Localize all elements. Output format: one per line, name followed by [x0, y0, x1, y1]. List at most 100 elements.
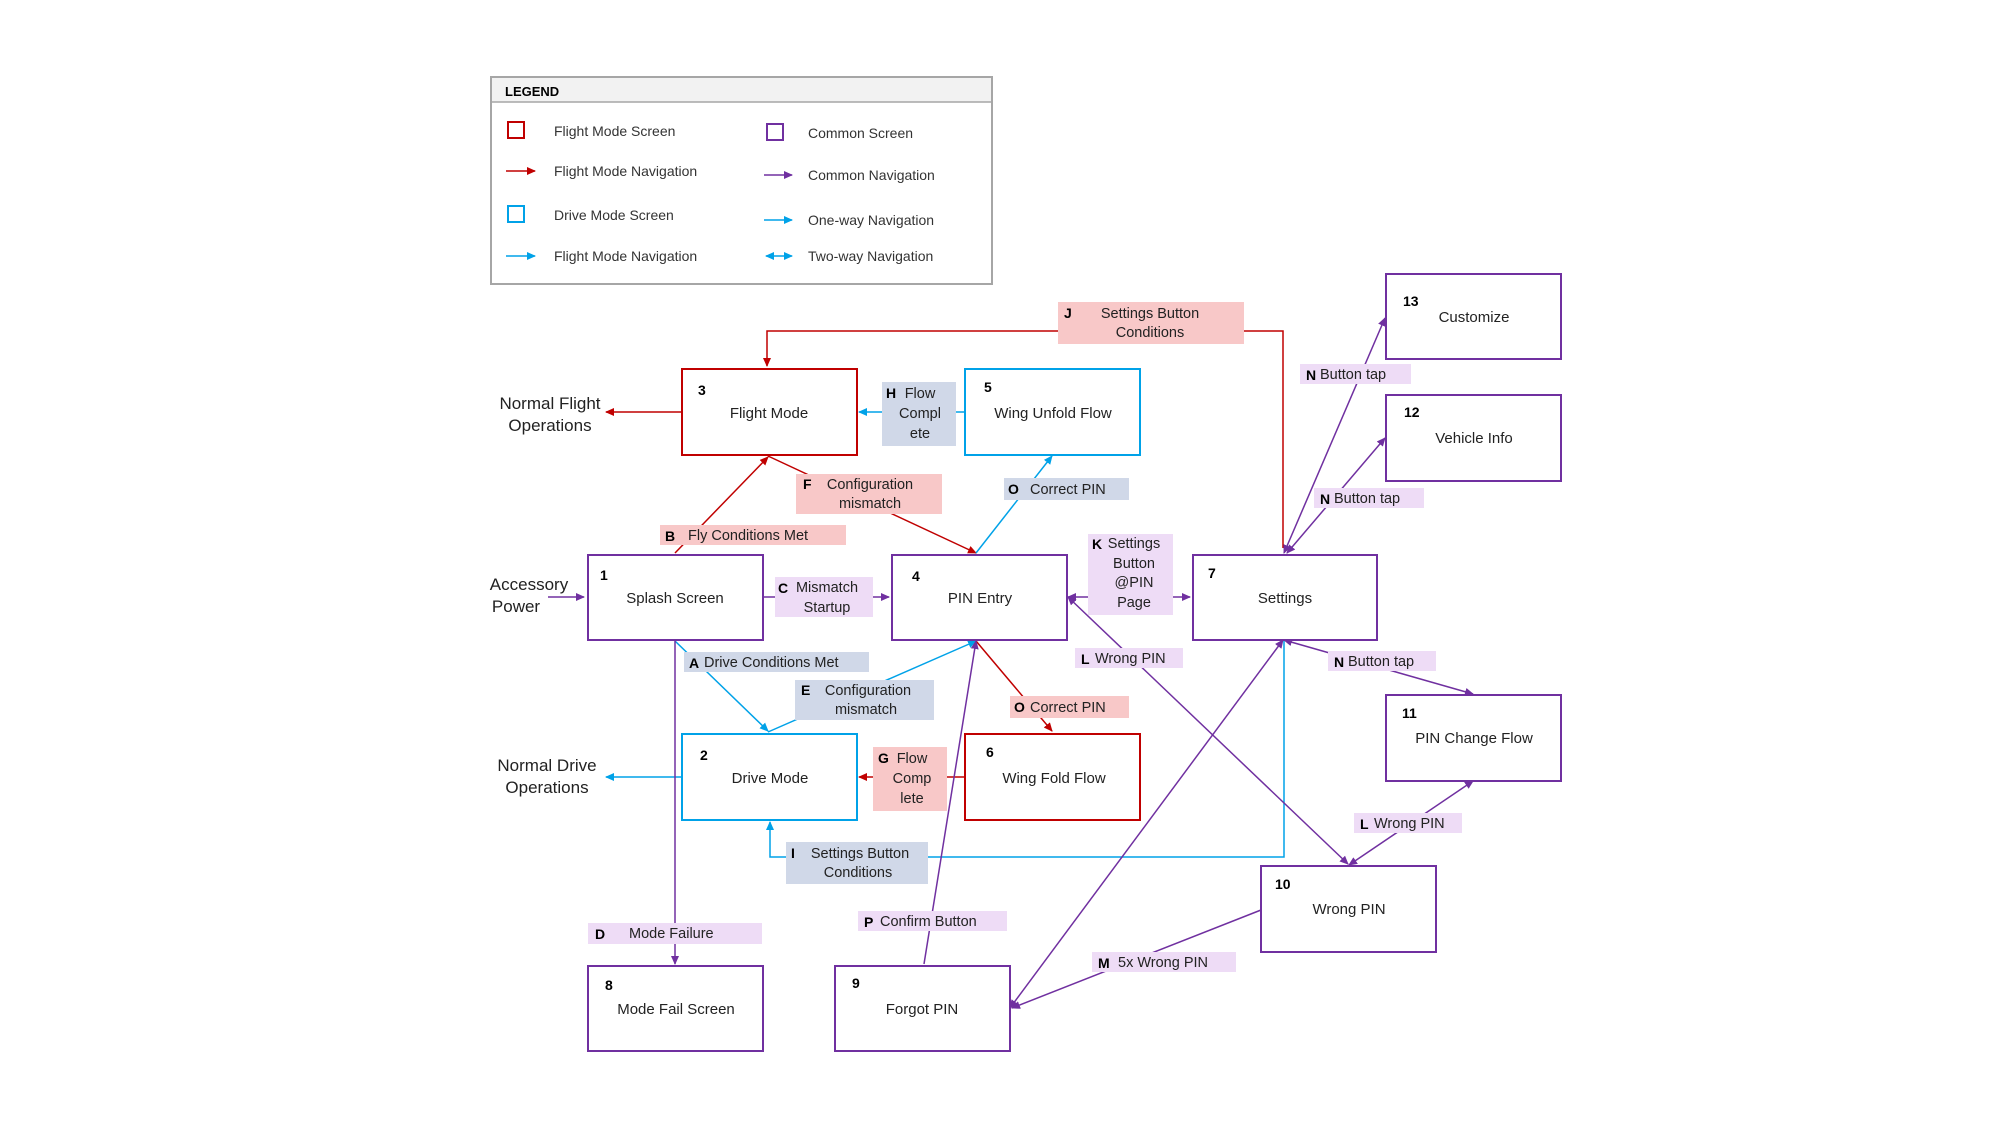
arrow-n-settings-customize	[1283, 317, 1386, 554]
svg-text:Correct PIN: Correct PIN	[1030, 482, 1106, 498]
svg-text:Operations: Operations	[508, 416, 591, 435]
svg-text:N: N	[1306, 367, 1316, 383]
legend-drive-nav-label: Flight Mode Navigation	[554, 248, 697, 264]
screen-number: 12	[1404, 404, 1420, 420]
svg-text:Correct PIN: Correct PIN	[1030, 700, 1106, 716]
svg-text:mismatch: mismatch	[839, 496, 901, 512]
screen-8-mode-fail-screen[interactable]: 8 Mode Fail Screen	[587, 965, 764, 1052]
svg-text:L: L	[1360, 816, 1369, 832]
arrow-j-settings-to-flight	[763, 330, 1284, 548]
screen-title: PIN Entry	[948, 590, 1013, 607]
svg-text:C: C	[778, 580, 788, 596]
svg-text:K: K	[1092, 536, 1102, 552]
screen-10-wrong-pin[interactable]: 10 Wrong PIN	[1260, 865, 1437, 953]
screen-title: Customize	[1439, 309, 1510, 326]
transition-label-a: A Drive Conditions Met	[684, 652, 869, 672]
screen-title: Flight Mode	[730, 405, 808, 422]
arrow-p-forgot-to-pin	[923, 640, 979, 965]
legend-oneway-label: One-way Navigation	[808, 212, 934, 228]
svg-text:N: N	[1320, 491, 1330, 507]
screen-9-forgot-pin[interactable]: 9 Forgot PIN	[834, 965, 1011, 1052]
svg-text:Wrong PIN: Wrong PIN	[1095, 651, 1166, 667]
screen-number: 13	[1403, 293, 1419, 309]
legend-common-nav-label: Common Navigation	[808, 167, 935, 183]
legend-flight-screen-swatch	[507, 121, 525, 139]
screen-4-pin-entry[interactable]: 4 PIN Entry	[891, 554, 1068, 641]
transition-label-c: C Mismatch Startup	[775, 577, 873, 617]
transition-label-h: H Flow Compl ete	[882, 382, 956, 446]
screen-title: Settings	[1258, 590, 1312, 607]
svg-text:F: F	[803, 476, 812, 492]
svg-text:Button tap: Button tap	[1348, 654, 1414, 670]
arrow-o-pin-to-unfold	[975, 455, 1053, 554]
svg-text:@PIN: @PIN	[1115, 575, 1154, 591]
screen-11-pin-change-flow[interactable]: 11 PIN Change Flow	[1385, 694, 1562, 782]
transition-label-b: B Fly Conditions Met	[660, 525, 846, 545]
transition-label-i: I Settings Button Conditions	[786, 842, 928, 884]
screen-13-customize[interactable]: 13 Customize	[1385, 273, 1562, 360]
transition-label-g: G Flow Comp lete	[873, 747, 947, 811]
screen-title: Wing Fold Flow	[1002, 770, 1106, 787]
svg-text:Power: Power	[492, 597, 541, 616]
external-accessory-power: Accessory Power	[490, 575, 569, 616]
screen-number: 4	[912, 568, 920, 584]
svg-text:Wrong PIN: Wrong PIN	[1374, 816, 1445, 832]
external-normal-drive-operations: Normal Drive Operations	[497, 756, 596, 797]
svg-text:Normal Flight: Normal Flight	[499, 394, 600, 413]
screen-1-splash-screen[interactable]: 1 Splash Screen	[587, 554, 764, 641]
screen-number: 11	[1402, 705, 1417, 721]
screen-2-drive-mode[interactable]: 2 Drive Mode	[681, 733, 858, 821]
screen-7-settings[interactable]: 7 Settings	[1192, 554, 1378, 641]
external-normal-flight-operations: Normal Flight Operations	[499, 394, 600, 435]
screen-3-flight-mode[interactable]: 3 Flight Mode	[681, 368, 858, 456]
svg-text:L: L	[1081, 651, 1090, 667]
screen-title: Vehicle Info	[1435, 430, 1513, 447]
svg-text:M: M	[1098, 955, 1110, 971]
transition-label-n-vehicle: N Button tap	[1314, 488, 1424, 508]
legend-header	[492, 78, 991, 102]
screen-title: Splash Screen	[626, 590, 724, 607]
svg-text:Normal Drive: Normal Drive	[497, 756, 596, 775]
transition-label-p: P Confirm Button	[858, 911, 1007, 931]
screen-number: 10	[1275, 876, 1291, 892]
screen-title: Mode Fail Screen	[617, 1001, 735, 1018]
svg-text:Settings Button: Settings Button	[1101, 306, 1199, 322]
svg-text:Drive Conditions Met: Drive Conditions Met	[704, 655, 839, 671]
screen-title: Wing Unfold Flow	[994, 405, 1112, 422]
svg-text:I: I	[791, 845, 795, 861]
legend-title: LEGEND	[505, 84, 559, 99]
screen-number: 7	[1208, 565, 1216, 581]
svg-text:O: O	[1014, 699, 1025, 715]
transition-label-l-lower: L Wrong PIN	[1354, 813, 1462, 833]
transition-label-m: M 5x Wrong PIN	[1092, 952, 1236, 972]
transition-label-j: J Settings Button Conditions	[1058, 302, 1244, 344]
screen-title: Forgot PIN	[886, 1001, 959, 1018]
svg-text:Compl: Compl	[899, 406, 941, 422]
screen-5-wing-unfold-flow[interactable]: 5 Wing Unfold Flow	[964, 368, 1141, 456]
svg-text:Configuration: Configuration	[825, 683, 911, 699]
svg-text:Conditions: Conditions	[824, 865, 893, 881]
screen-6-wing-fold-flow[interactable]: 6 Wing Fold Flow	[964, 733, 1141, 821]
screen-number: 5	[984, 379, 992, 395]
legend-common-screen-swatch	[766, 123, 784, 141]
svg-text:5x Wrong PIN: 5x Wrong PIN	[1118, 955, 1208, 971]
svg-text:Accessory: Accessory	[490, 575, 569, 594]
screen-12-vehicle-info[interactable]: 12 Vehicle Info	[1385, 394, 1562, 482]
screen-title: Wrong PIN	[1312, 901, 1385, 918]
svg-text:Operations: Operations	[505, 778, 588, 797]
svg-text:Button tap: Button tap	[1334, 491, 1400, 507]
transition-label-o-lower: O Correct PIN	[1010, 696, 1129, 718]
svg-text:O: O	[1008, 481, 1019, 497]
transition-label-l-upper: L Wrong PIN	[1075, 648, 1183, 668]
svg-text:E: E	[801, 682, 810, 698]
svg-text:Mode Failure: Mode Failure	[629, 926, 714, 942]
transition-label-k: K Settings Button @PIN Page	[1088, 534, 1173, 615]
screen-title: PIN Change Flow	[1415, 730, 1533, 747]
legend-drive-screen-label: Drive Mode Screen	[554, 207, 674, 223]
screen-number: 2	[700, 747, 708, 763]
screen-number: 6	[986, 744, 994, 760]
legend: LEGEND Flight Mode Screen Flight Mode Na…	[490, 76, 993, 285]
svg-text:Comp: Comp	[893, 771, 932, 787]
svg-text:Flow: Flow	[897, 751, 928, 767]
svg-text:Conditions: Conditions	[1116, 325, 1185, 341]
